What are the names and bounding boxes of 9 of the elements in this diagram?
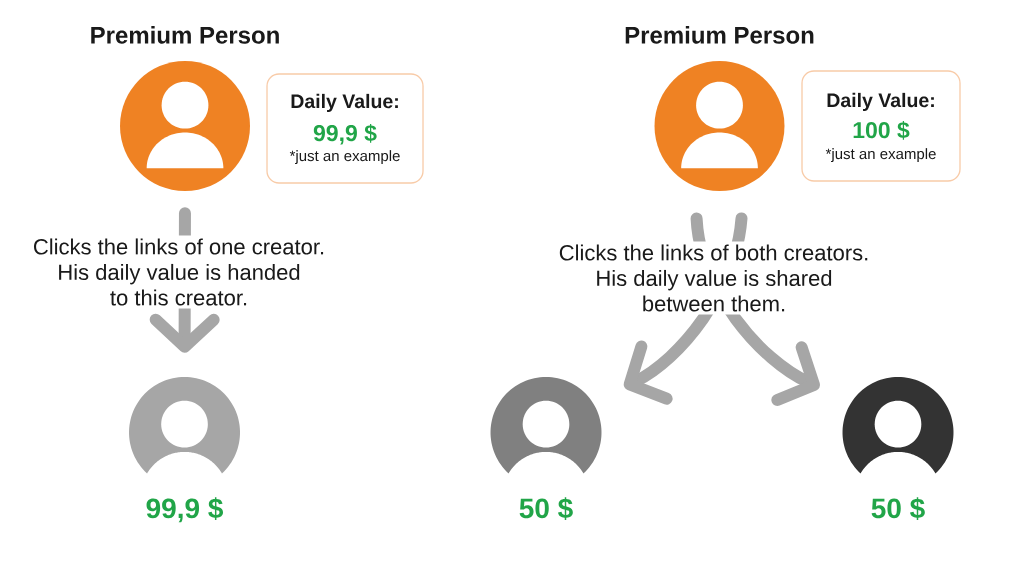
amount-text: 50 $ [871,497,925,521]
value-box: Daily Value: 99,9 $ *just an example [266,73,424,184]
amount-text: 99,9 $ [146,497,223,523]
amount-text: 50 $ [519,497,573,521]
value-box: Daily Value: 100 $ *just an example [801,70,961,182]
heading: Premium Person [625,26,814,44]
heading: Premium Person [91,26,279,44]
edge-label: Clicks the links of both creators. His daily value is shared between them. [550,241,878,315]
edge-label: Clicks the links of one creator. His daily value is handed to this creator. [26,235,332,309]
